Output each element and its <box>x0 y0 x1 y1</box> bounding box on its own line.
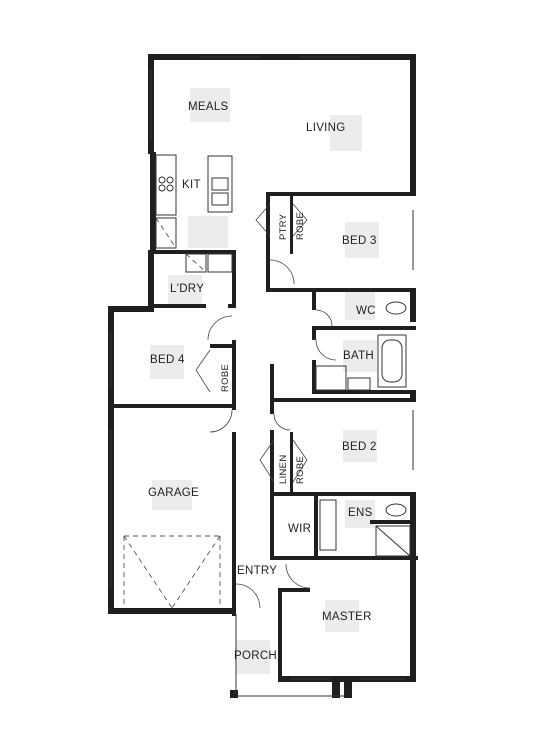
label-bed3: BED 3 <box>342 235 377 247</box>
label-ldry: L'DRY <box>170 283 204 295</box>
label-porch: PORCH <box>234 650 277 662</box>
label-master: MASTER <box>322 611 372 623</box>
label-bed2: BED 2 <box>342 441 377 453</box>
label-robe-bed4: ROBE <box>220 364 231 392</box>
bathroom-fixtures <box>315 301 411 557</box>
door-swings <box>207 259 337 609</box>
label-kit: KIT <box>182 179 201 191</box>
windows <box>110 56 414 697</box>
label-entry: ENTRY <box>237 565 277 577</box>
room-labels: MEALS LIVING KIT PTRY ROBE BED 3 L'DRY W… <box>148 101 377 662</box>
label-garage: GARAGE <box>148 487 199 499</box>
label-bed4: BED 4 <box>150 354 185 366</box>
label-robe-bed2: ROBE <box>295 456 306 484</box>
label-meals: MEALS <box>188 101 229 113</box>
label-living: LIVING <box>306 122 346 134</box>
label-linen: LINEN <box>278 455 289 484</box>
label-ens: ENS <box>348 507 373 519</box>
garage-door <box>123 535 221 609</box>
label-bath: BATH <box>343 350 374 362</box>
label-ptry: PTRY <box>278 213 289 240</box>
wardrobe-symbols <box>195 203 308 483</box>
label-shading <box>150 88 379 674</box>
label-wc: WC <box>356 305 376 317</box>
label-wir: WIR <box>288 523 311 535</box>
kitchen-fixtures <box>155 154 233 273</box>
label-robe-bed3: ROBE <box>295 212 306 240</box>
